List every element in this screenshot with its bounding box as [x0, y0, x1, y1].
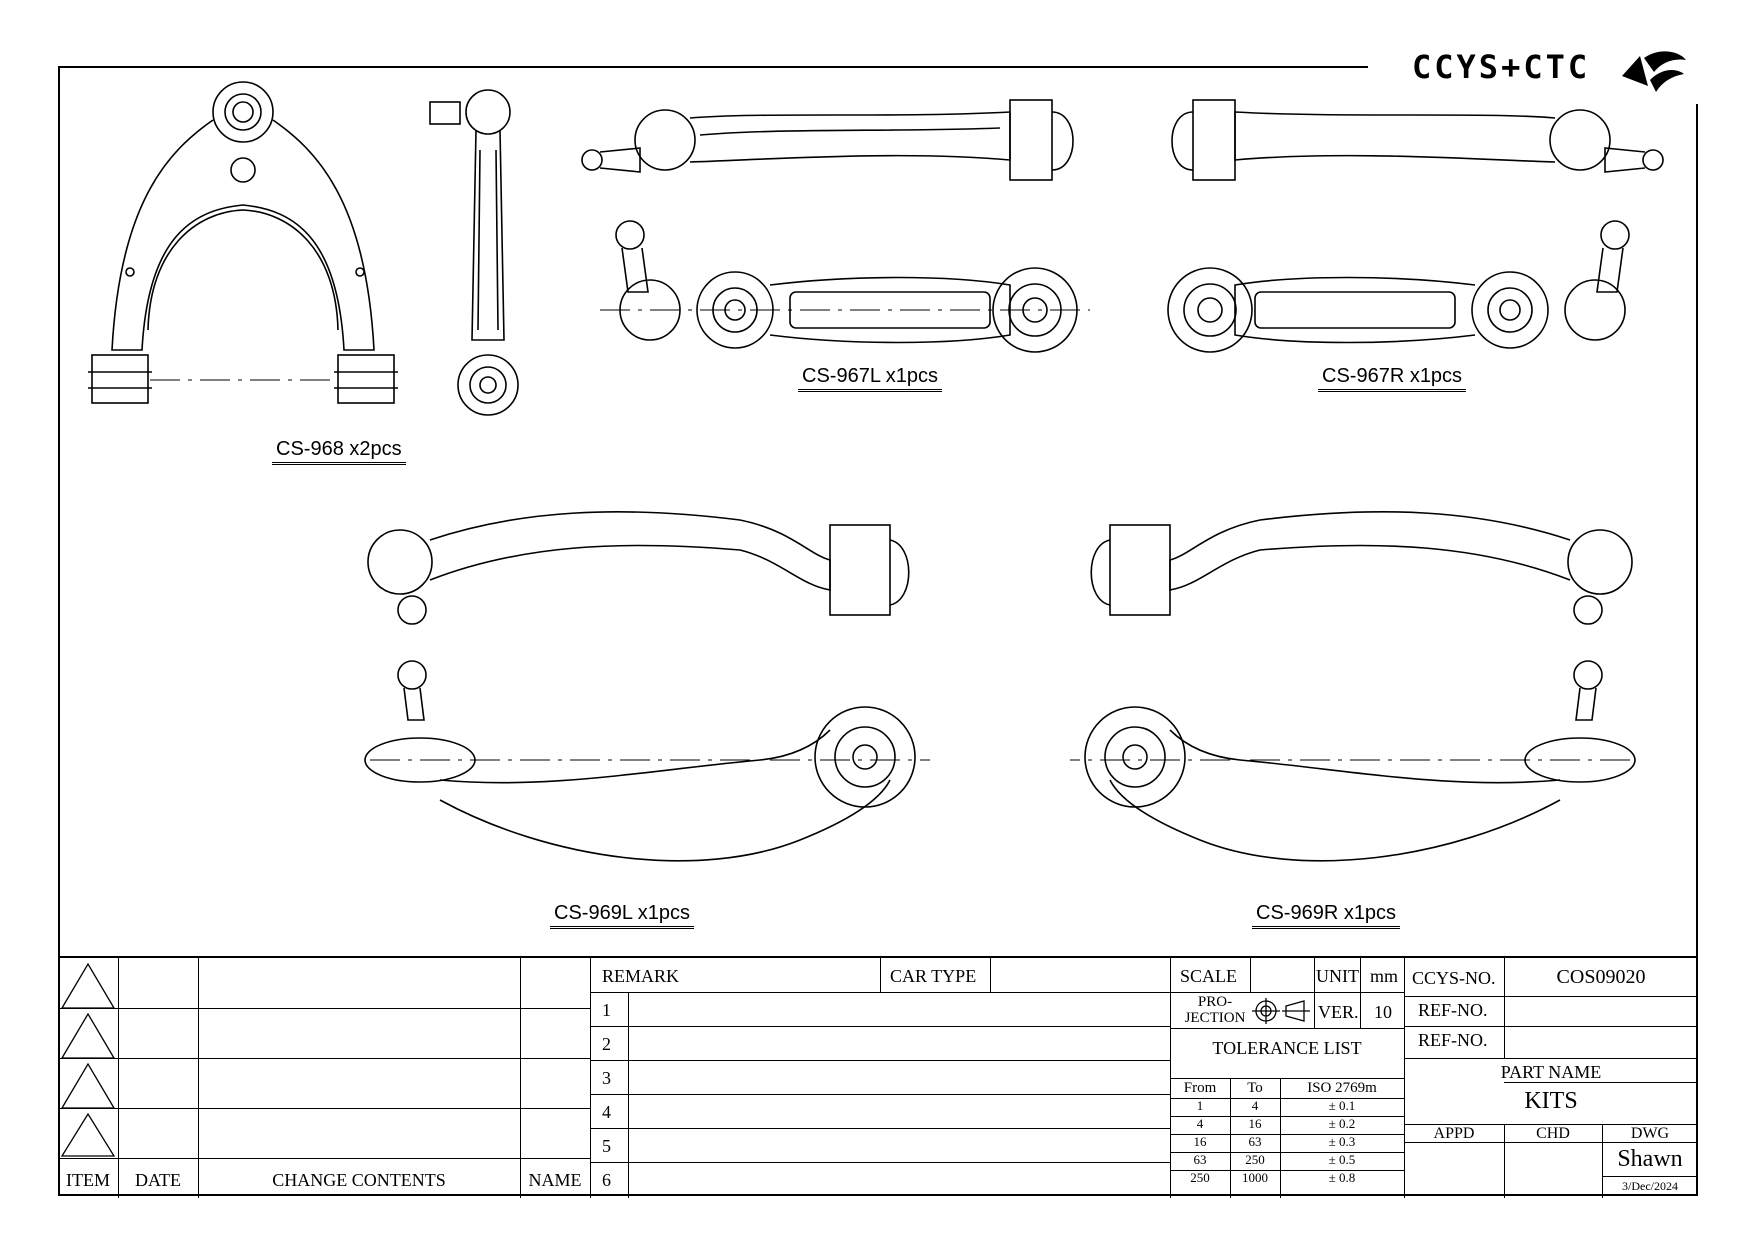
- cs-969l-front-view: [364, 660, 930, 862]
- part-label-cs-968: CS-968 x2pcs: [272, 438, 406, 465]
- cs-969r-top-view: [1090, 511, 1633, 625]
- header-name: NAME: [528, 1170, 582, 1190]
- dwg-label: DWG: [1630, 1125, 1670, 1142]
- ref-no-label-2: REF-NO.: [1418, 1030, 1488, 1050]
- remark-row-number: 3: [602, 1068, 611, 1088]
- tolerance-header-iso: ISO 2769m: [1307, 1080, 1377, 1096]
- chd-label: CHD: [1536, 1125, 1570, 1142]
- remark-row-number: 5: [602, 1136, 611, 1156]
- cs-967r-front-view: [1167, 220, 1630, 353]
- tolerance-cell: 4: [1196, 1116, 1204, 1131]
- remark-row-number: 6: [602, 1170, 611, 1190]
- car-type-label: CAR TYPE: [890, 966, 977, 986]
- remark-block: REMARK CAR TYPE 1 2 3 4 5 6: [590, 958, 1170, 1198]
- scale-block: SCALE UNIT mm PRO- JECTION VER. 10 TOLER…: [1170, 958, 1405, 1198]
- tolerance-cell: ± 0.8: [1328, 1170, 1356, 1185]
- drawing-date: 3/Dec/2024: [1622, 1179, 1678, 1193]
- remark-row-number: 2: [602, 1034, 611, 1054]
- cs-969l-top-view: [367, 511, 910, 625]
- tolerance-cell: 63: [1193, 1152, 1207, 1167]
- ccys-no-label: CCYS-NO.: [1412, 968, 1496, 988]
- tolerance-cell: 16: [1193, 1134, 1207, 1149]
- tolerance-header-from: From: [1183, 1080, 1217, 1096]
- scale-label: SCALE: [1180, 966, 1238, 986]
- company-logo: CCYS+CTC: [1368, 42, 1698, 104]
- info-block: CCYS-NO. COS09020 REF-NO. REF-NO. PART N…: [1404, 958, 1698, 1198]
- appd-label: APPD: [1433, 1125, 1475, 1142]
- revision-triangle-icons: [60, 962, 116, 1157]
- tolerance-list: TOLERANCE LIST From To ISO 2769m 1 4 ± 0…: [1170, 1028, 1404, 1198]
- cs-969r-front-view: [1070, 660, 1636, 862]
- tolerance-cell: ± 0.1: [1328, 1098, 1356, 1113]
- tolerance-cell: ± 0.5: [1328, 1152, 1356, 1167]
- ref-no-label-1: REF-NO.: [1418, 1000, 1488, 1020]
- logo-mark-icon: [1622, 51, 1686, 92]
- drawing-frame: [58, 66, 1698, 1196]
- dwg-value: Shawn: [1617, 1146, 1683, 1172]
- tolerance-cell: ± 0.2: [1328, 1116, 1356, 1131]
- title-block: ITEM DATE CHANGE CONTENTS NAME REMARK CA…: [58, 956, 1698, 1198]
- unit-value: mm: [1370, 966, 1399, 986]
- part-name-value: KITS: [1524, 1088, 1578, 1114]
- cs-967l-front-view: [600, 220, 1090, 353]
- part-label-cs-969l: CS-969L x1pcs: [550, 902, 694, 929]
- part-label-cs-967l: CS-967L x1pcs: [798, 365, 942, 392]
- remark-row-number: 1: [602, 1000, 611, 1020]
- tolerance-cell: 250: [1245, 1152, 1265, 1167]
- ver-label: VER.: [1318, 1002, 1359, 1022]
- header-change-contents: CHANGE CONTENTS: [272, 1170, 446, 1190]
- revision-table: ITEM DATE CHANGE CONTENTS NAME: [58, 958, 591, 1198]
- tolerance-cell: ± 0.3: [1328, 1134, 1356, 1149]
- cs-967l-top-view: [581, 99, 1074, 181]
- tolerance-cell: 16: [1248, 1116, 1262, 1131]
- tolerance-cell: 1000: [1242, 1170, 1268, 1185]
- cs-968-side-view: [429, 89, 519, 416]
- projection-label-line-2: JECTION: [1184, 1010, 1246, 1026]
- projection-label-line-1: PRO-: [1197, 994, 1233, 1010]
- projection-label: PRO- JECTION: [1184, 994, 1246, 1026]
- logo-text: CCYS+CTC: [1412, 48, 1591, 86]
- cs-967r-top-view: [1171, 99, 1664, 181]
- header-item: ITEM: [66, 1170, 110, 1190]
- tolerance-cell: 1: [1196, 1098, 1204, 1113]
- tolerance-cell: 63: [1248, 1134, 1262, 1149]
- tolerance-cell: 4: [1251, 1098, 1259, 1113]
- part-label-cs-967r: CS-967R x1pcs: [1318, 365, 1467, 392]
- cs-968-front-view: [88, 81, 398, 404]
- tolerance-title: TOLERANCE LIST: [1212, 1038, 1362, 1058]
- ccys-no-value: COS09020: [1556, 966, 1646, 988]
- remark-label: REMARK: [602, 966, 680, 986]
- tolerance-header-to: To: [1247, 1080, 1263, 1096]
- part-name-label: PART NAME: [1500, 1062, 1602, 1082]
- tolerance-cell: 250: [1190, 1170, 1210, 1185]
- part-label-cs-969r: CS-969R x1pcs: [1252, 902, 1401, 929]
- unit-label: UNIT: [1316, 966, 1359, 986]
- header-date: DATE: [135, 1170, 181, 1190]
- third-angle-projection-icon: [1252, 998, 1310, 1024]
- remark-row-number: 4: [602, 1102, 611, 1122]
- ver-value: 10: [1374, 1002, 1392, 1022]
